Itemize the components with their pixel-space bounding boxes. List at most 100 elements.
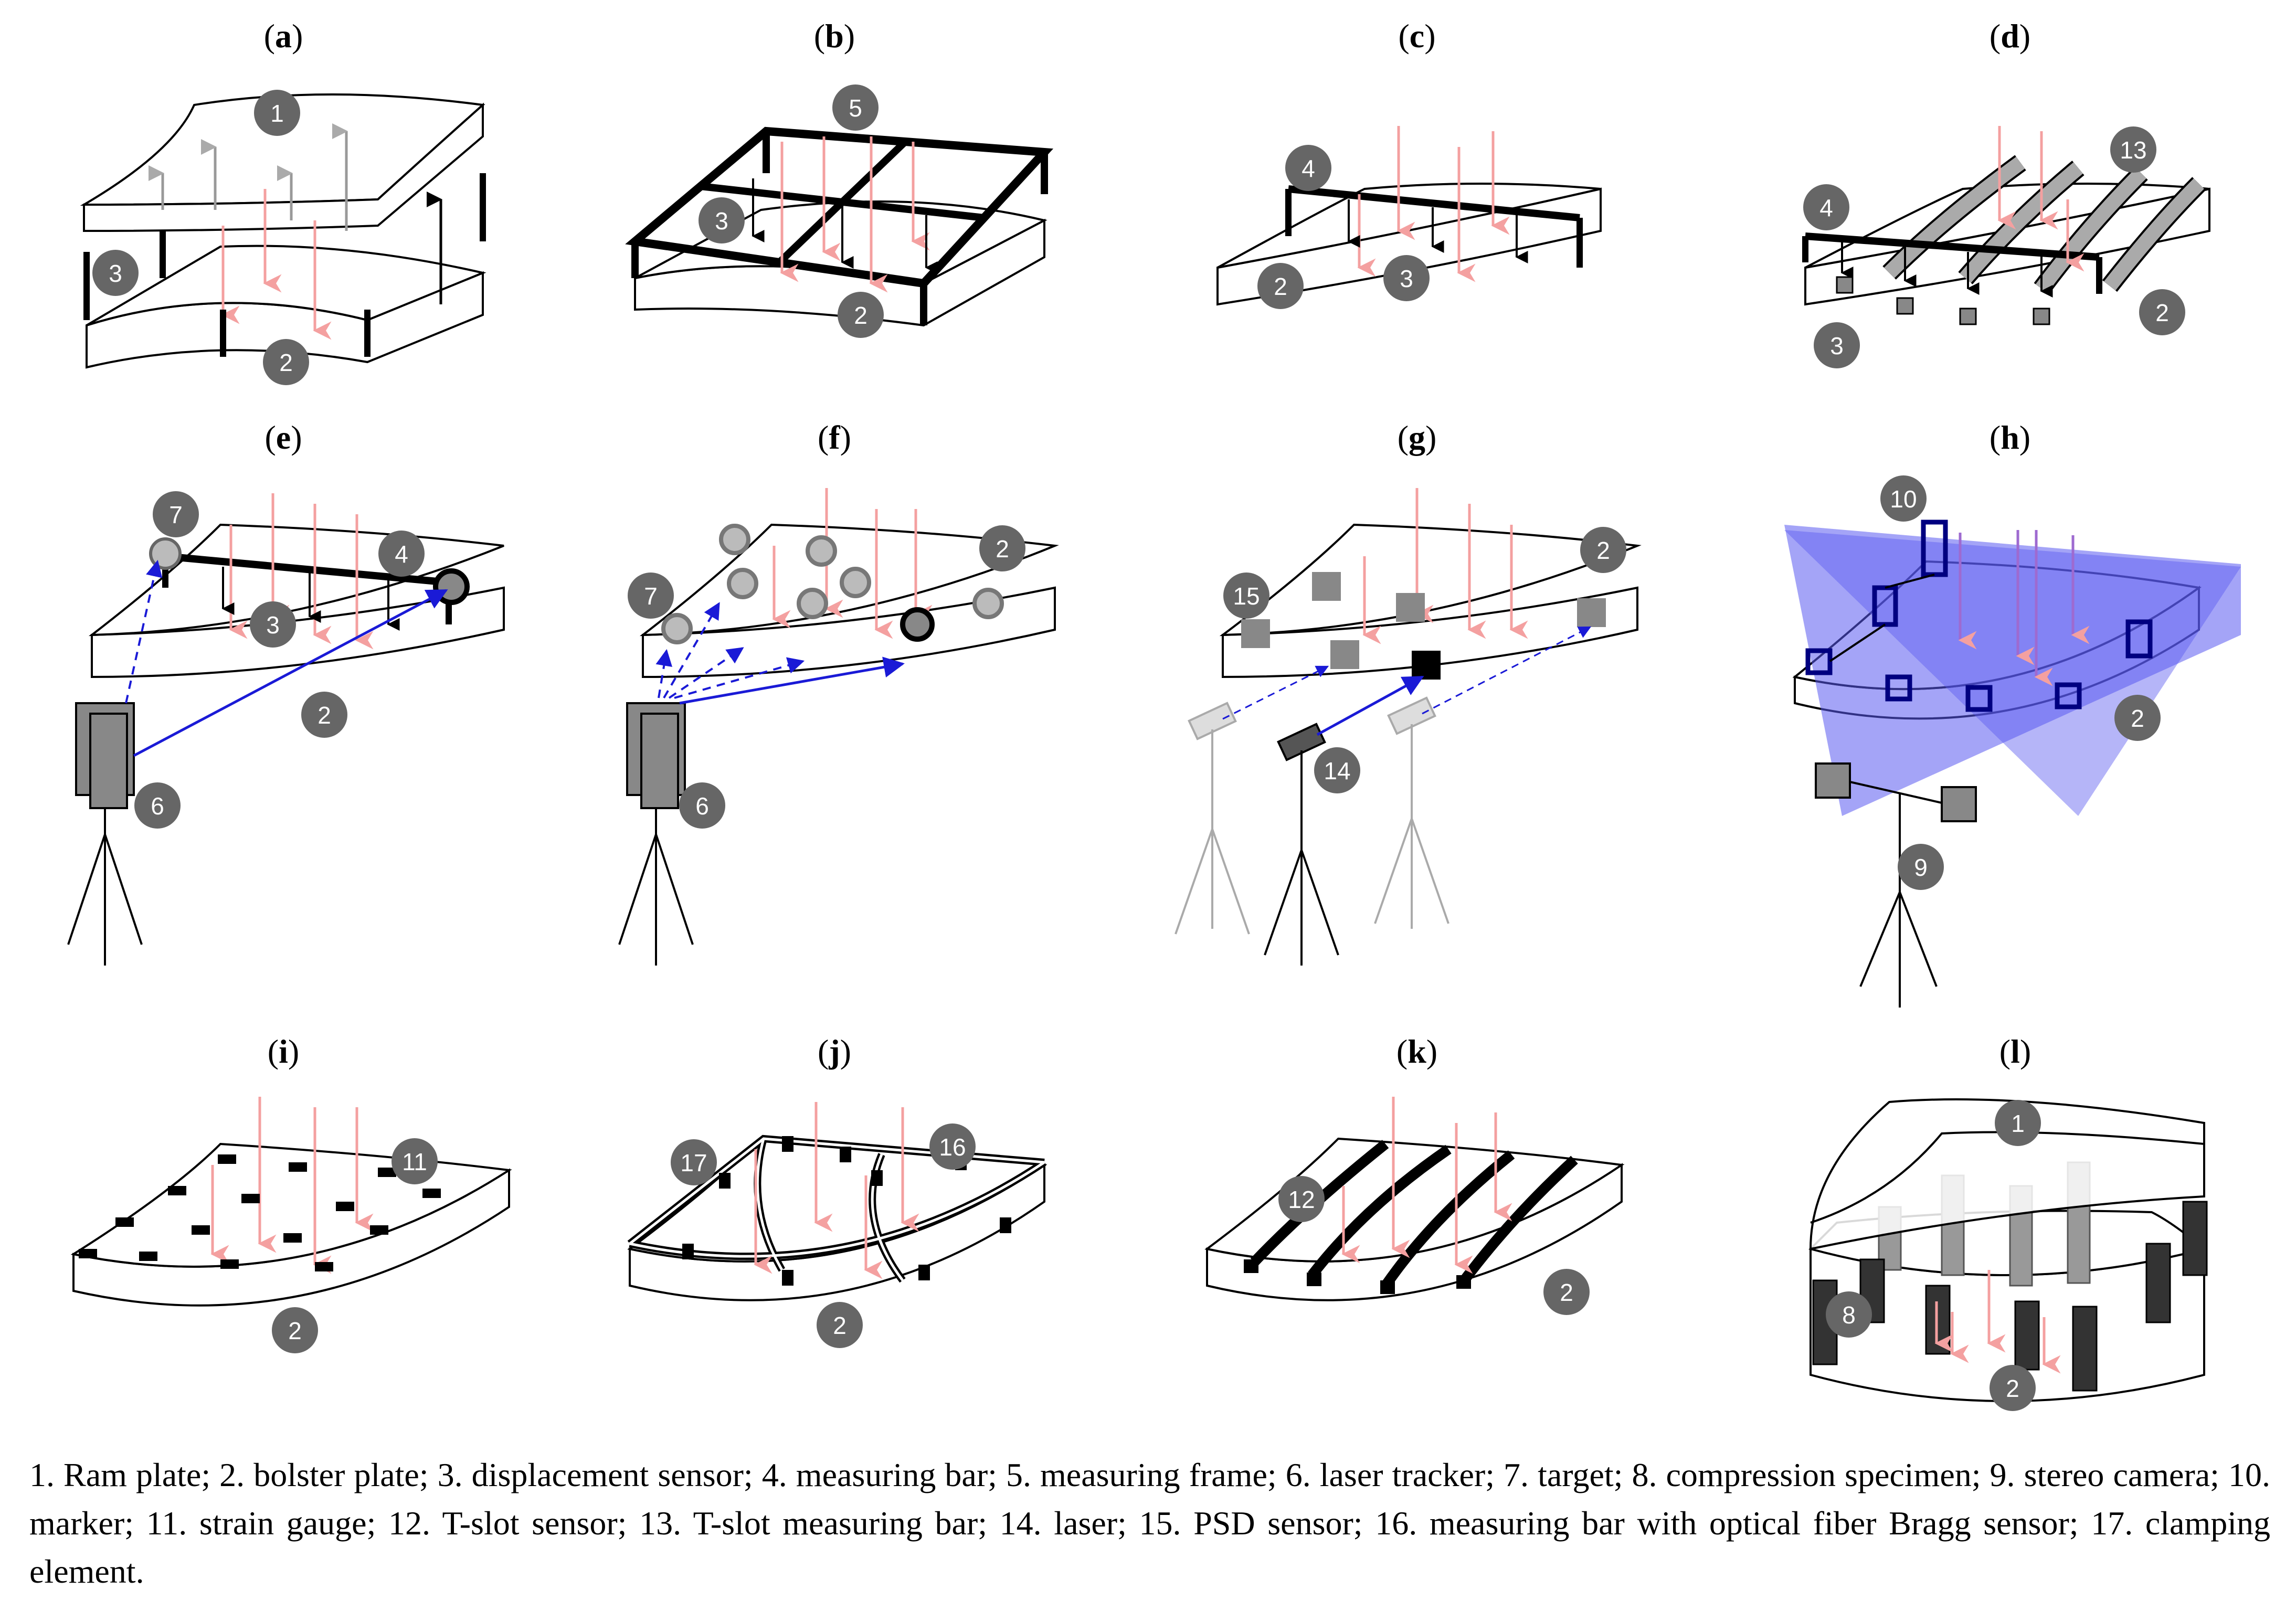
svg-text:14: 14 (1324, 757, 1350, 785)
svg-text:2: 2 (2131, 705, 2144, 732)
badge-c-2: 2 (1257, 263, 1304, 309)
svg-text:8: 8 (1842, 1301, 1856, 1329)
panel-f-label: (f) (818, 419, 851, 456)
svg-text:2: 2 (1596, 537, 1610, 564)
panel-b: (b) 5 3 2 (625, 17, 1054, 338)
badge-j-17: 17 (671, 1139, 717, 1185)
svg-text:1: 1 (270, 100, 284, 127)
panel-d-label: (d) (1990, 17, 2030, 55)
panel-a-label: (a) (264, 17, 303, 55)
svg-text:2: 2 (833, 1312, 847, 1339)
panel-a: (a) 1 2 3 (80, 17, 486, 385)
panel-e-label: (e) (264, 419, 302, 456)
svg-text:15: 15 (1233, 582, 1260, 610)
badge-f-7: 7 (628, 573, 674, 619)
panel-e: (e) 7 4 3 2 6 (67, 419, 505, 966)
svg-text:12: 12 (1288, 1186, 1315, 1213)
panel-f: (f) 2 7 6 (618, 419, 1059, 966)
badge-d-3: 3 (1814, 322, 1860, 368)
badge-e-3: 3 (250, 601, 296, 648)
badge-e-7: 7 (153, 491, 199, 537)
panel-k: (k) 12 2 (1204, 1033, 1625, 1315)
svg-text:3: 3 (715, 207, 728, 235)
panel-g-label: (g) (1398, 419, 1437, 456)
badge-i-11: 11 (392, 1138, 438, 1184)
svg-text:17: 17 (680, 1149, 707, 1176)
badge-h-9: 9 (1898, 844, 1944, 890)
badge-e-2: 2 (301, 692, 347, 738)
panel-b-label: (b) (814, 17, 855, 55)
badge-i-2: 2 (272, 1307, 318, 1353)
svg-text:7: 7 (644, 582, 658, 610)
badge-j-16: 16 (929, 1123, 976, 1170)
svg-text:5: 5 (849, 94, 862, 122)
svg-text:6: 6 (151, 792, 164, 820)
svg-text:9: 9 (1914, 854, 1928, 881)
badge-b-5: 5 (832, 84, 879, 131)
panel-h: (h) 10 2 9 (1784, 419, 2241, 1008)
badge-b-2: 2 (838, 292, 884, 338)
panel-c: (c) 4 2 3 (1216, 17, 1602, 309)
badge-h-10: 10 (1880, 475, 1927, 522)
panel-j-label: (j) (818, 1033, 851, 1070)
svg-text:2: 2 (2006, 1375, 2019, 1402)
badge-a-2: 2 (263, 339, 309, 385)
badge-c-3: 3 (1383, 255, 1430, 301)
badge-e-6: 6 (134, 782, 181, 829)
panel-c-label: (c) (1398, 17, 1435, 55)
svg-text:10: 10 (1890, 485, 1917, 513)
svg-text:3: 3 (1830, 332, 1844, 359)
svg-text:2: 2 (1274, 273, 1287, 300)
svg-text:2: 2 (288, 1317, 302, 1344)
badge-l-8: 8 (1826, 1291, 1872, 1338)
svg-text:2: 2 (279, 349, 293, 376)
svg-text:16: 16 (939, 1133, 966, 1161)
badge-l-2: 2 (1990, 1365, 2036, 1411)
panel-k-label: (k) (1396, 1033, 1437, 1070)
badge-c-4: 4 (1285, 145, 1331, 191)
panel-i-label: (i) (268, 1033, 299, 1070)
badge-d-4: 4 (1803, 184, 1849, 230)
panel-h-label: (h) (1990, 419, 2030, 456)
badge-a-3: 3 (92, 250, 139, 296)
svg-text:2: 2 (1560, 1279, 1573, 1306)
panel-l-label: (l) (1999, 1033, 2031, 1070)
svg-text:2: 2 (318, 702, 331, 729)
svg-text:13: 13 (2120, 136, 2146, 164)
panel-d: (d) 4 13 3 2 (1802, 17, 2210, 368)
svg-text:4: 4 (395, 540, 408, 568)
figure-caption: 1. Ram plate; 2. bolster plate; 3. displ… (29, 1451, 2270, 1596)
panel-l: (l) 1 8 2 (1808, 1033, 2208, 1411)
svg-text:4: 4 (1302, 155, 1315, 182)
badge-f-2: 2 (979, 525, 1025, 571)
badge-f-6: 6 (679, 782, 725, 829)
panel-i: (i) 11 2 (70, 1033, 512, 1353)
badge-h-2: 2 (2114, 695, 2161, 741)
badge-a-1: 1 (254, 90, 300, 136)
svg-text:3: 3 (1400, 265, 1413, 292)
badge-g-2: 2 (1580, 527, 1626, 573)
svg-text:7: 7 (169, 501, 183, 528)
svg-text:2: 2 (854, 302, 867, 329)
badge-b-3: 3 (699, 197, 745, 243)
badge-g-15: 15 (1223, 573, 1269, 619)
caption-text: 1. Ram plate; 2. bolster plate; 3. displ… (29, 1456, 2270, 1590)
panel-j: (j) 17 16 2 (627, 1033, 1048, 1348)
badge-d-13: 13 (2110, 126, 2156, 173)
svg-text:3: 3 (266, 611, 280, 639)
panel-g: (g) 2 15 14 (1175, 419, 1642, 966)
svg-text:2: 2 (2155, 299, 2169, 326)
svg-text:1: 1 (2011, 1110, 2025, 1137)
badge-l-1: 1 (1995, 1100, 2041, 1146)
svg-text:11: 11 (402, 1148, 427, 1175)
badge-k-12: 12 (1278, 1176, 1325, 1222)
svg-text:3: 3 (109, 260, 122, 287)
badge-g-14: 14 (1314, 747, 1360, 793)
badge-e-4: 4 (378, 531, 425, 577)
badge-d-2: 2 (2139, 289, 2185, 335)
badge-k-2: 2 (1543, 1269, 1590, 1315)
badge-j-2: 2 (817, 1302, 863, 1348)
svg-text:2: 2 (996, 535, 1009, 563)
svg-text:6: 6 (695, 792, 709, 820)
